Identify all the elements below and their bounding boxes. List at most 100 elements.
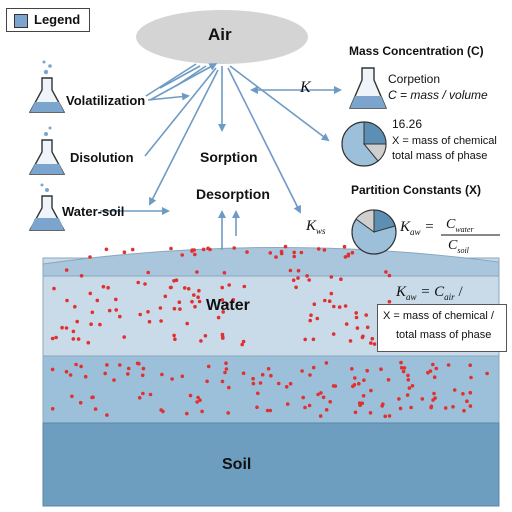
particle <box>323 298 327 303</box>
particle <box>311 337 316 342</box>
particle <box>245 250 249 254</box>
particle <box>443 406 448 410</box>
particle <box>89 322 93 327</box>
particle <box>296 268 301 273</box>
particle <box>130 247 135 252</box>
particle <box>299 250 304 255</box>
particle <box>122 250 127 254</box>
particle <box>200 409 204 414</box>
particle <box>220 379 225 384</box>
particle <box>60 325 64 330</box>
particle <box>52 286 56 291</box>
particle <box>169 246 173 251</box>
particle <box>65 298 69 303</box>
particle <box>143 282 147 286</box>
particle <box>190 249 194 253</box>
particle <box>369 341 373 345</box>
particle <box>255 405 259 410</box>
particle <box>105 363 109 367</box>
particle <box>241 339 246 344</box>
particle <box>75 319 79 324</box>
process-volatilization: Volatilization <box>66 93 146 108</box>
particle <box>95 298 100 303</box>
particle <box>101 284 106 289</box>
particle <box>432 375 437 380</box>
process-arrows <box>100 63 342 250</box>
mass-concentration-value: 16.26 <box>392 117 423 131</box>
particle <box>114 308 118 312</box>
legend-swatch <box>14 14 28 28</box>
particle <box>292 250 297 255</box>
particle <box>148 392 153 397</box>
particle <box>172 306 177 311</box>
legend-label: Legend <box>34 12 81 27</box>
particle <box>201 247 206 252</box>
particle <box>90 395 94 400</box>
pie-icon-mass <box>341 121 387 167</box>
particle <box>172 333 176 338</box>
particle <box>350 250 355 255</box>
particle <box>203 334 208 338</box>
particle <box>294 285 298 290</box>
particle <box>283 244 288 249</box>
particle <box>76 337 81 341</box>
soil-layer-label: Soil <box>222 456 252 473</box>
particle <box>227 283 231 287</box>
particle <box>312 302 317 307</box>
particle <box>398 406 403 411</box>
particle <box>73 304 77 309</box>
particle <box>407 386 412 390</box>
kaw-symbol: Kaw = <box>400 219 435 237</box>
particle <box>137 396 142 400</box>
particle <box>185 321 189 326</box>
particle <box>344 322 349 326</box>
particle <box>197 299 202 304</box>
particle <box>354 315 359 320</box>
particle <box>255 391 260 396</box>
particle <box>322 248 327 252</box>
particle <box>327 299 332 304</box>
particle <box>146 270 150 275</box>
particle <box>368 411 373 415</box>
particle <box>303 405 307 410</box>
particle <box>251 376 255 381</box>
k-label: K <box>300 79 311 96</box>
flask-icon-disolution <box>28 126 66 175</box>
kaw-denominator: Csoil <box>448 238 469 255</box>
particle <box>431 362 435 367</box>
flask-icon-water-soil <box>28 183 66 231</box>
mass-concentration-formula: C = mass / volume <box>388 88 488 102</box>
particle <box>284 385 289 389</box>
particle <box>105 413 109 417</box>
mass-concentration-title: Mass Concentration (C) <box>349 44 484 58</box>
particle <box>303 337 308 342</box>
particle <box>106 285 110 290</box>
particle <box>329 275 334 279</box>
particle <box>221 310 225 314</box>
particle <box>140 373 145 378</box>
particle <box>402 366 407 370</box>
partition-constants-title: Partition Constants (X) <box>351 183 482 197</box>
particle <box>428 369 433 373</box>
particle <box>231 298 236 302</box>
particle <box>461 392 465 396</box>
particle <box>355 326 360 330</box>
process-sorption: Sorption <box>200 149 258 165</box>
particle <box>224 367 229 371</box>
particle <box>70 394 74 399</box>
particle <box>285 402 290 406</box>
particle <box>226 411 230 415</box>
particle <box>232 246 236 250</box>
water-kaw-formula: Kaw = Cair / <box>396 284 463 302</box>
particle <box>205 379 209 384</box>
particle <box>182 286 187 290</box>
box-line1: X = mass of chemical / <box>383 310 494 322</box>
particle <box>50 367 55 372</box>
particle <box>193 304 197 309</box>
particle <box>86 340 91 345</box>
particle <box>350 367 354 371</box>
particle <box>399 366 404 370</box>
particle <box>260 372 265 377</box>
particle <box>64 326 69 330</box>
particle <box>118 363 122 367</box>
